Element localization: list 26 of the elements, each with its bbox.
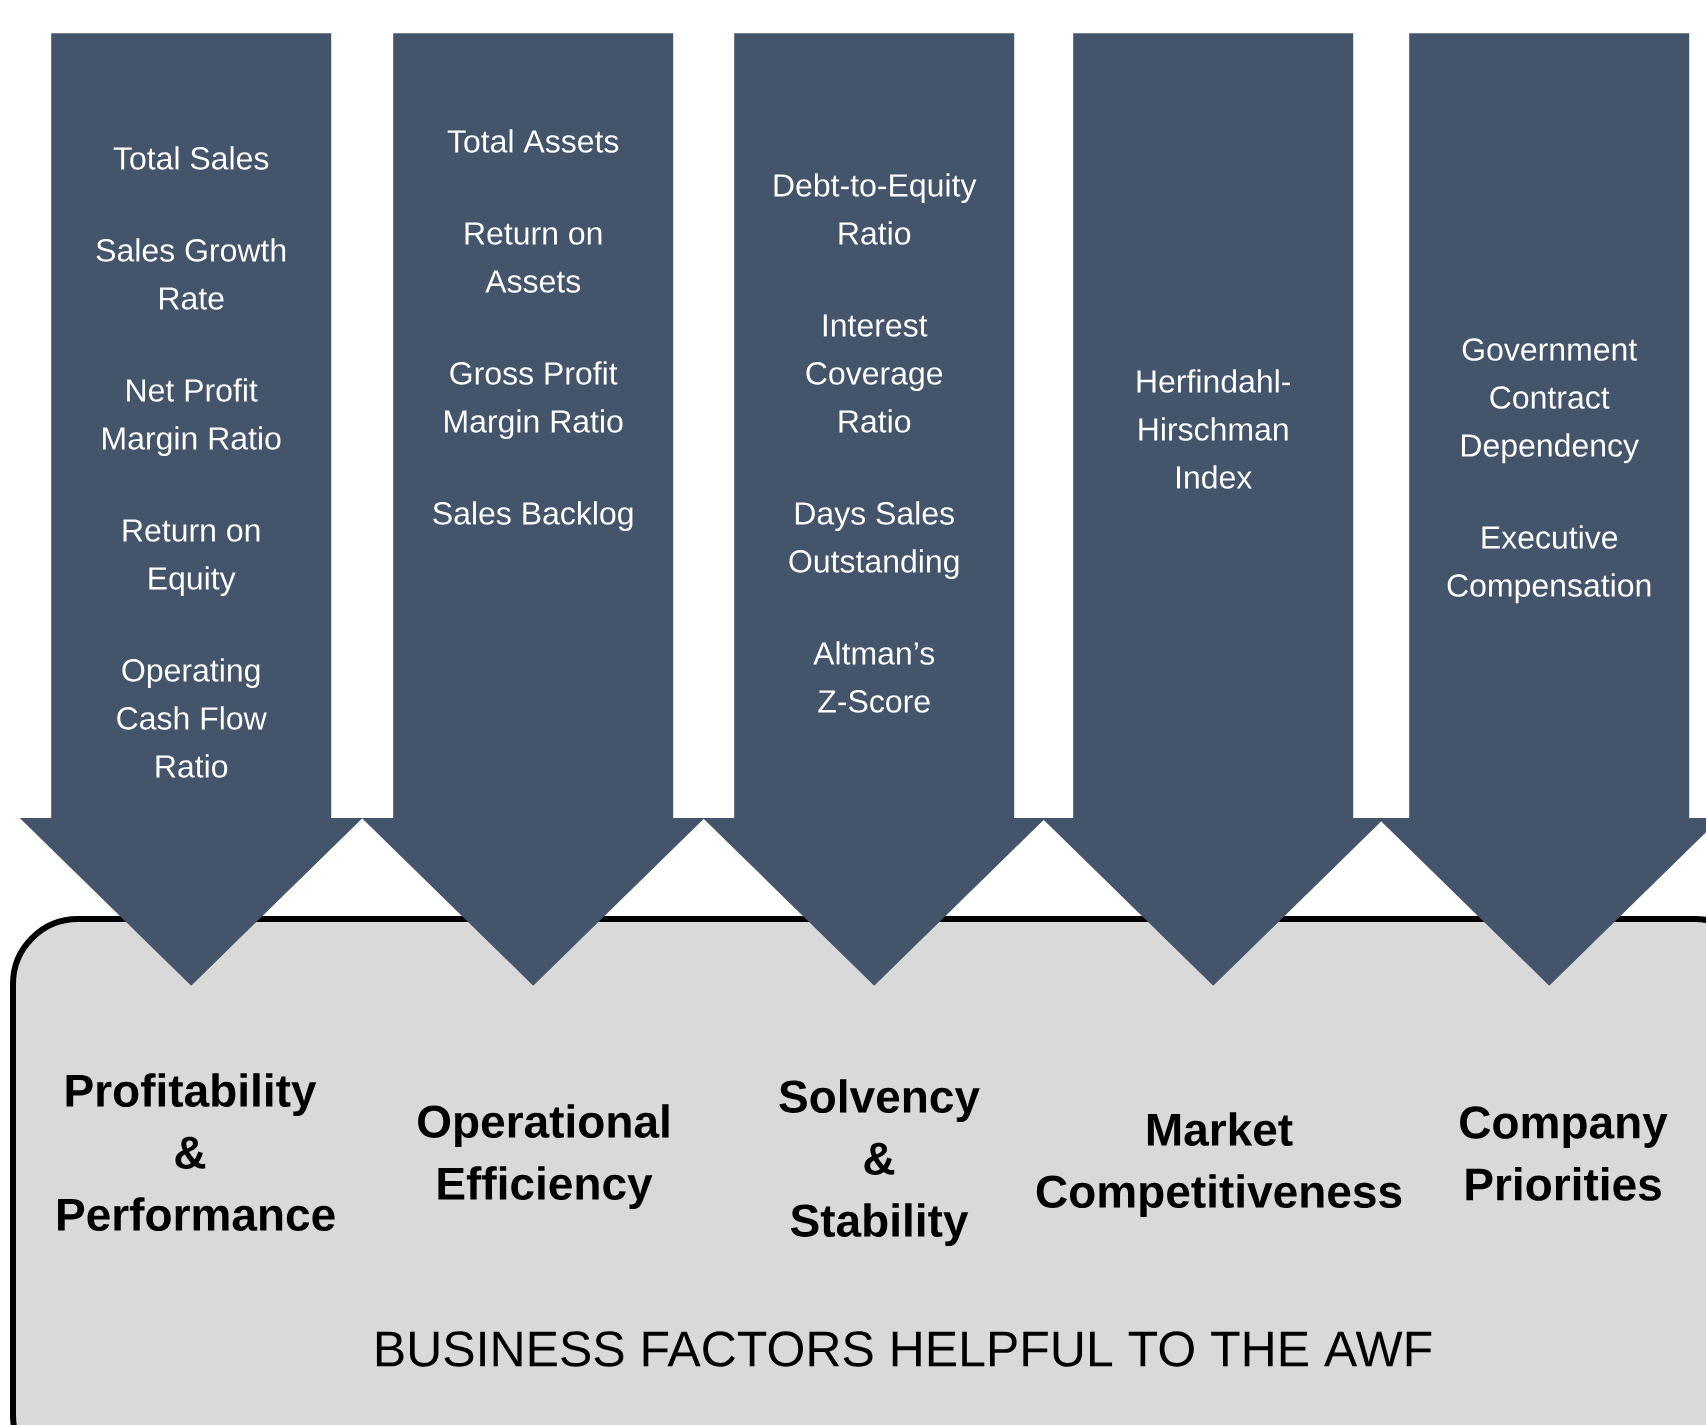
node-label: Total Assets <box>447 129 619 153</box>
node-label: Days Sales Outstanding <box>789 501 959 580</box>
node-label: Altman’s Z-Score <box>813 641 935 713</box>
node-label: Net Profit Margin Ratio <box>103 378 281 457</box>
node-label: Return on Equity <box>123 519 260 597</box>
arrow-head <box>20 817 362 986</box>
arrow-head <box>1378 817 1706 986</box>
node-label: Debt-to-Equity Ratio <box>774 173 977 245</box>
arrow-head <box>703 817 1045 986</box>
category-heading: Market Competitiveness <box>1036 1112 1402 1218</box>
category-heading: Operational Efficiency <box>418 1104 669 1210</box>
node-label: Government Contract Dependency <box>1461 338 1639 464</box>
category-heading: Profitability & Performance <box>58 1073 335 1231</box>
node-label: Sales Growth Rate <box>96 238 286 310</box>
arrow-head <box>1042 817 1384 986</box>
arrow-head <box>362 817 704 986</box>
node-label: Interest Coverage Ratio <box>806 314 943 433</box>
node-label: Total Sales <box>113 146 269 170</box>
node-label: Herfindahl-Hirschman Index <box>1137 369 1291 489</box>
node-label: Executive Compensation <box>1447 525 1651 604</box>
node-label: Gross Profit Margin Ratio <box>445 361 623 440</box>
category-heading: Company Priorities <box>1460 1106 1668 1201</box>
node-label: Operating Cash Flow Ratio <box>117 658 267 778</box>
node-label: Return on Assets <box>465 222 602 293</box>
category-heading: Solvency & Stability <box>779 1079 980 1247</box>
node-label: Sales Backlog <box>433 501 633 532</box>
